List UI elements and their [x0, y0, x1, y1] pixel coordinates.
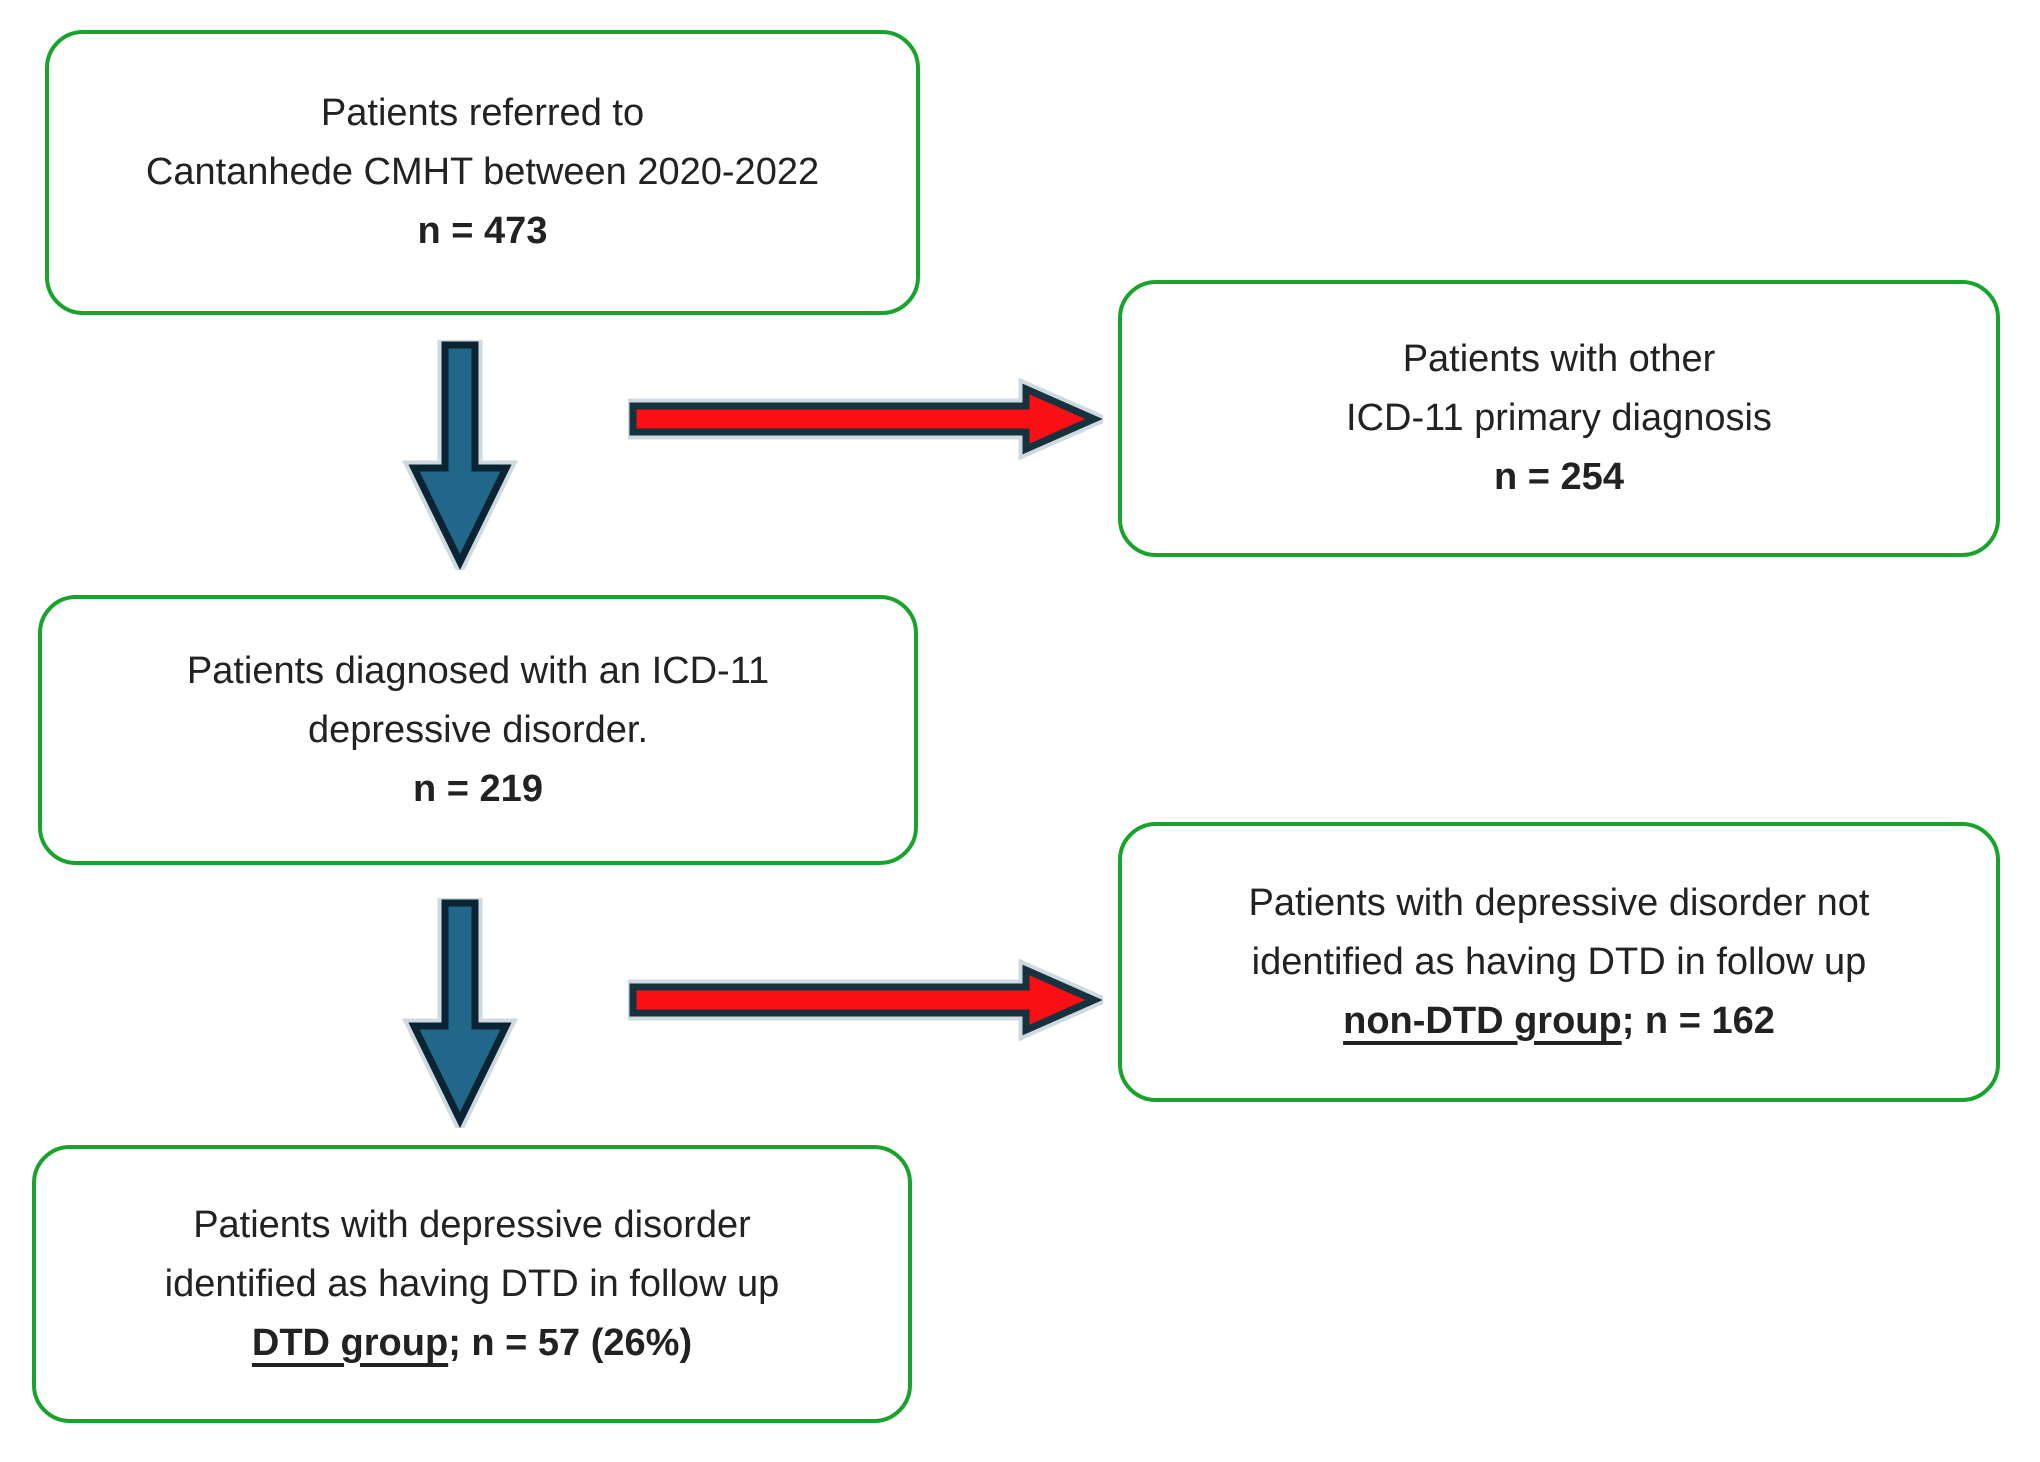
box-referred-line2: Cantanhede CMHT between 2020-2022	[145, 151, 820, 193]
box-dtd-line1: Patients with depressive disorder	[193, 1203, 751, 1246]
box-non-dtd-line1: Patients with depressive disorder not	[1248, 881, 1870, 924]
box-non-dtd-line2: identified as having DTD in follow up	[1251, 940, 1867, 983]
box-depressive-line2: depressive disorder.	[307, 708, 649, 751]
box-non-dtd-line3: non-DTD group; n = 162	[1343, 992, 1775, 1051]
box-depressive-disorder: Patients diagnosed with an ICD-11 depres…	[38, 595, 918, 865]
down-arrow-icon	[401, 340, 519, 570]
box-non-dtd-count: ; n = 162	[1621, 999, 1775, 1042]
box-dtd-line2: identified as having DTD in follow up	[164, 1262, 780, 1305]
down-arrow-icon	[401, 898, 519, 1128]
box-non-dtd-group: Patients with depressive disorder not id…	[1118, 822, 2000, 1102]
box-referred-line1: Patients referred to	[320, 92, 645, 134]
box-dtd-line3: DTD group; n = 57 (26%)	[252, 1314, 692, 1373]
right-arrow-icon	[628, 377, 1103, 461]
box-depressive-count: n = 219	[413, 767, 543, 810]
box-other-line1: Patients with other	[1402, 338, 1716, 380]
box-other-line2: ICD-11 primary diagnosis	[1346, 397, 1772, 439]
dtd-group-label: DTD group	[251, 1321, 449, 1364]
box-dtd-group: Patients with depressive disorder identi…	[32, 1145, 912, 1423]
box-other-count: n = 254	[1494, 456, 1624, 498]
right-arrow-icon	[628, 958, 1103, 1042]
box-referred-patients: Patients referred to Cantanhede CMHT bet…	[45, 30, 920, 315]
box-dtd-count: ; n = 57 (26%)	[448, 1321, 693, 1364]
box-other-diagnosis: Patients with other ICD-11 primary diagn…	[1118, 280, 2000, 557]
box-depressive-line1: Patients diagnosed with an ICD-11	[186, 649, 770, 692]
non-dtd-group-label: non-DTD group	[1343, 999, 1622, 1042]
box-referred-count: n = 473	[417, 210, 548, 252]
